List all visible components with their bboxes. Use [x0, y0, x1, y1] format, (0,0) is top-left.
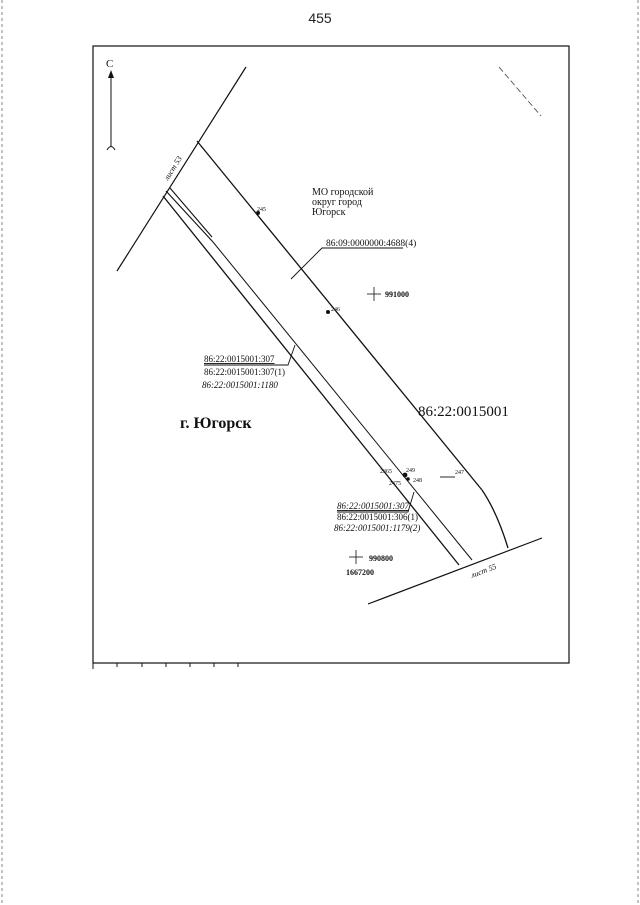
- coord-1667200: 1667200: [346, 568, 374, 577]
- page-number: 455: [308, 10, 332, 26]
- group2-line2: 86:22:0015001:306(1): [337, 512, 418, 522]
- point-249-marker: [402, 472, 408, 478]
- point-2365-label: 2365: [380, 469, 392, 475]
- leader-lines: [204, 247, 455, 513]
- group1-line1: 86:22:0015001:307: [204, 354, 275, 364]
- scale-bar: [92, 662, 569, 669]
- corridor-strip: [162, 140, 509, 566]
- point-246-marker: [326, 310, 330, 314]
- sheet-boundary-bottom: [367, 537, 543, 605]
- sheet-label-top: лист 53: [162, 155, 184, 183]
- map-frame: [92, 45, 570, 664]
- grid-cross-990800: [349, 550, 363, 564]
- point-248-label: 248: [413, 478, 422, 484]
- point-249-label: 249: [406, 468, 415, 474]
- group2-line1: 86:22:0015001:307: [337, 501, 409, 511]
- group2-line3: 86:22:0015001:1179(2): [334, 523, 420, 533]
- point-247-label: 247: [455, 470, 464, 476]
- coord-991000: 991000: [385, 290, 409, 299]
- scan-edge-left: [1, 0, 3, 905]
- coord-990800: 990800: [369, 554, 393, 563]
- area-label: МО городской округ город Югорск: [312, 187, 376, 218]
- scan-edge-right: [637, 0, 639, 905]
- point-248-marker: [406, 477, 410, 481]
- boundary-dashed: [498, 66, 542, 117]
- north-label: С: [106, 58, 113, 70]
- point-245-marker: [256, 211, 260, 215]
- north-arrow-icon: [106, 70, 116, 151]
- boundary-points: [256, 211, 410, 481]
- grid-cross-991000: [367, 287, 381, 301]
- parcel-4688-label: 86:09:0000000:4688(4): [326, 238, 416, 249]
- point-245-label: 245: [257, 207, 266, 213]
- group1-line2: 86:22:0015001:307(1): [204, 367, 285, 377]
- block-label: 86:22:0015001: [418, 404, 509, 420]
- sheet-boundary-top: [116, 66, 247, 272]
- point-2475-label: 2475: [389, 481, 401, 487]
- city-label: г. Югорск: [180, 415, 252, 432]
- group1-line3: 86:22:0015001:1180: [202, 380, 278, 390]
- point-246-label: 246: [331, 307, 340, 313]
